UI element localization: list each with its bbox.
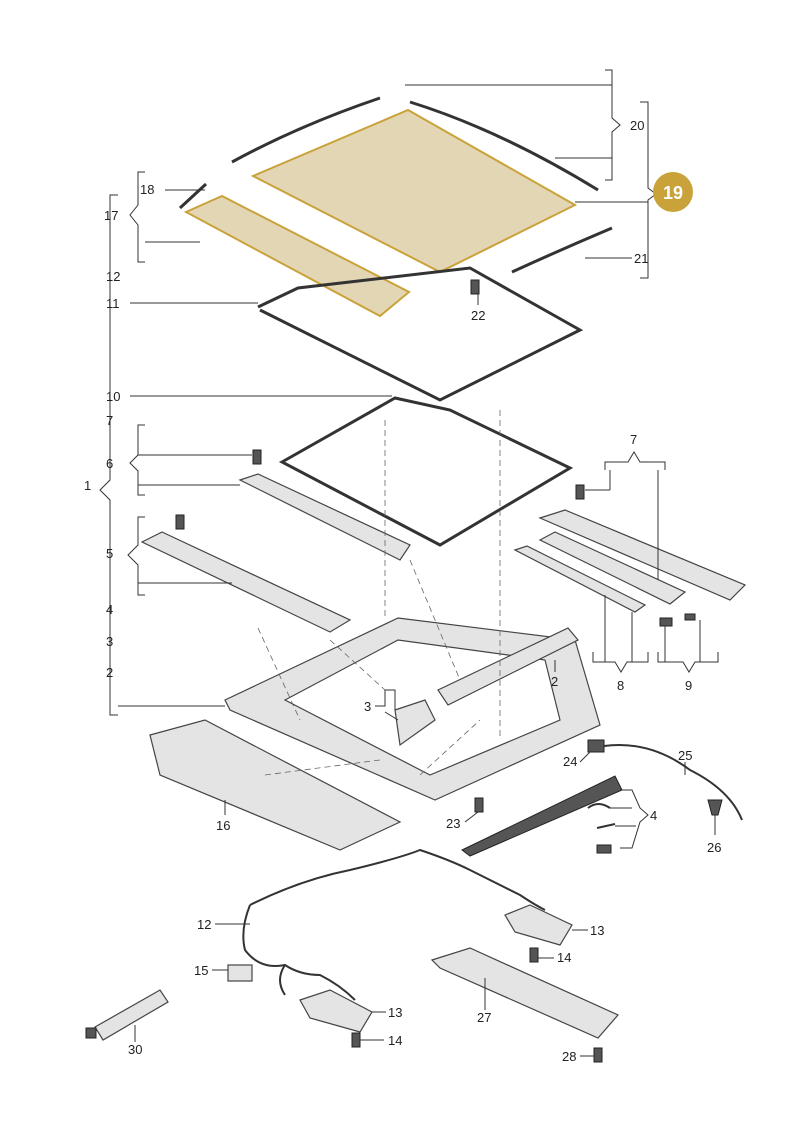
seal-frame-10[interactable] <box>278 396 574 547</box>
cross-member-6[interactable] <box>238 473 411 561</box>
projection-lines <box>257 410 501 776</box>
callout-25[interactable]: 25 <box>678 748 692 763</box>
cable-25[interactable] <box>603 744 743 821</box>
module-15[interactable] <box>227 964 253 982</box>
trim-4[interactable] <box>461 775 623 857</box>
bolt-22[interactable] <box>470 279 480 295</box>
callout-4a[interactable]: 4 <box>106 602 113 617</box>
reinforcement-2[interactable] <box>437 627 579 706</box>
callout-16[interactable]: 16 <box>216 818 230 833</box>
highlight-badge-19[interactable]: 19 <box>653 172 693 212</box>
callout-11[interactable]: 11 <box>106 296 120 311</box>
trim-strip-20[interactable] <box>231 96 613 274</box>
callout-1[interactable]: 1 <box>84 478 91 493</box>
callout-5[interactable]: 5 <box>106 546 113 561</box>
grease-tube-30[interactable] <box>85 989 169 1041</box>
seal-frame-11[interactable] <box>257 266 584 402</box>
callout-2a[interactable]: 2 <box>106 665 113 680</box>
callout-27[interactable]: 27 <box>477 1010 491 1025</box>
bolt-28[interactable] <box>593 1047 603 1063</box>
callout-24[interactable]: 24 <box>563 754 577 769</box>
wiring-harness-12[interactable] <box>242 848 546 1001</box>
callout-3b[interactable]: 3 <box>364 699 371 714</box>
bracket-3[interactable] <box>394 699 436 747</box>
rail-assembly-7[interactable] <box>538 509 747 601</box>
callout-3a[interactable]: 3 <box>106 634 113 649</box>
small-parts-4[interactable] <box>587 803 616 854</box>
callout-4b[interactable]: 4 <box>650 808 657 823</box>
bolt-5[interactable] <box>175 514 185 530</box>
callout-13a[interactable]: 13 <box>590 923 604 938</box>
bolt-23[interactable] <box>474 797 484 813</box>
callout-7b[interactable]: 7 <box>630 432 637 447</box>
callout-6[interactable]: 6 <box>106 456 113 471</box>
callout-12a[interactable]: 12 <box>106 269 120 284</box>
callout-20[interactable]: 20 <box>630 118 644 133</box>
callout-8[interactable]: 8 <box>617 678 624 693</box>
callout-21[interactable]: 21 <box>634 251 648 266</box>
connector-24[interactable] <box>587 739 605 753</box>
callout-28[interactable]: 28 <box>562 1049 576 1064</box>
callout-10[interactable]: 10 <box>106 389 120 404</box>
trim-panel-16[interactable] <box>149 719 402 851</box>
callout-18[interactable]: 18 <box>140 182 154 197</box>
bolt-7[interactable] <box>575 484 585 500</box>
callout-9[interactable]: 9 <box>685 678 692 693</box>
rail-assembly-8[interactable] <box>513 531 687 613</box>
callout-30[interactable]: 30 <box>128 1042 142 1057</box>
callout-14b[interactable]: 14 <box>388 1033 402 1048</box>
bolt-14-lower[interactable] <box>351 1032 361 1048</box>
clip-9[interactable] <box>659 613 696 627</box>
callout-7a[interactable]: 7 <box>106 413 113 428</box>
callout-2b[interactable]: 2 <box>551 674 558 689</box>
bolt-6[interactable] <box>252 449 262 465</box>
callout-22[interactable]: 22 <box>471 308 485 323</box>
callout-23[interactable]: 23 <box>446 816 460 831</box>
callout-17[interactable]: 17 <box>104 208 118 223</box>
callout-14a[interactable]: 14 <box>557 950 571 965</box>
callout-12b[interactable]: 12 <box>197 917 211 932</box>
callout-26[interactable]: 26 <box>707 840 721 855</box>
seal-strip-18[interactable] <box>178 182 208 210</box>
callout-labels: 1 17 18 12 11 10 7 6 5 4 3 2 20 21 22 7 … <box>84 118 721 1064</box>
bolt-14-upper[interactable] <box>529 947 539 963</box>
motor-13-upper[interactable] <box>504 904 573 946</box>
leader-lines <box>99 69 719 1057</box>
callout-15[interactable]: 15 <box>194 963 208 978</box>
glass-panel-front[interactable] <box>250 108 578 274</box>
motor-13-lower[interactable] <box>299 989 373 1033</box>
glass-panel-rear[interactable] <box>183 194 411 318</box>
svg-text:19: 19 <box>663 183 683 203</box>
clip-26[interactable] <box>707 799 723 816</box>
drain-frame-27[interactable] <box>430 947 619 1039</box>
guide-rail-5[interactable] <box>140 531 352 633</box>
callout-13b[interactable]: 13 <box>388 1005 402 1020</box>
